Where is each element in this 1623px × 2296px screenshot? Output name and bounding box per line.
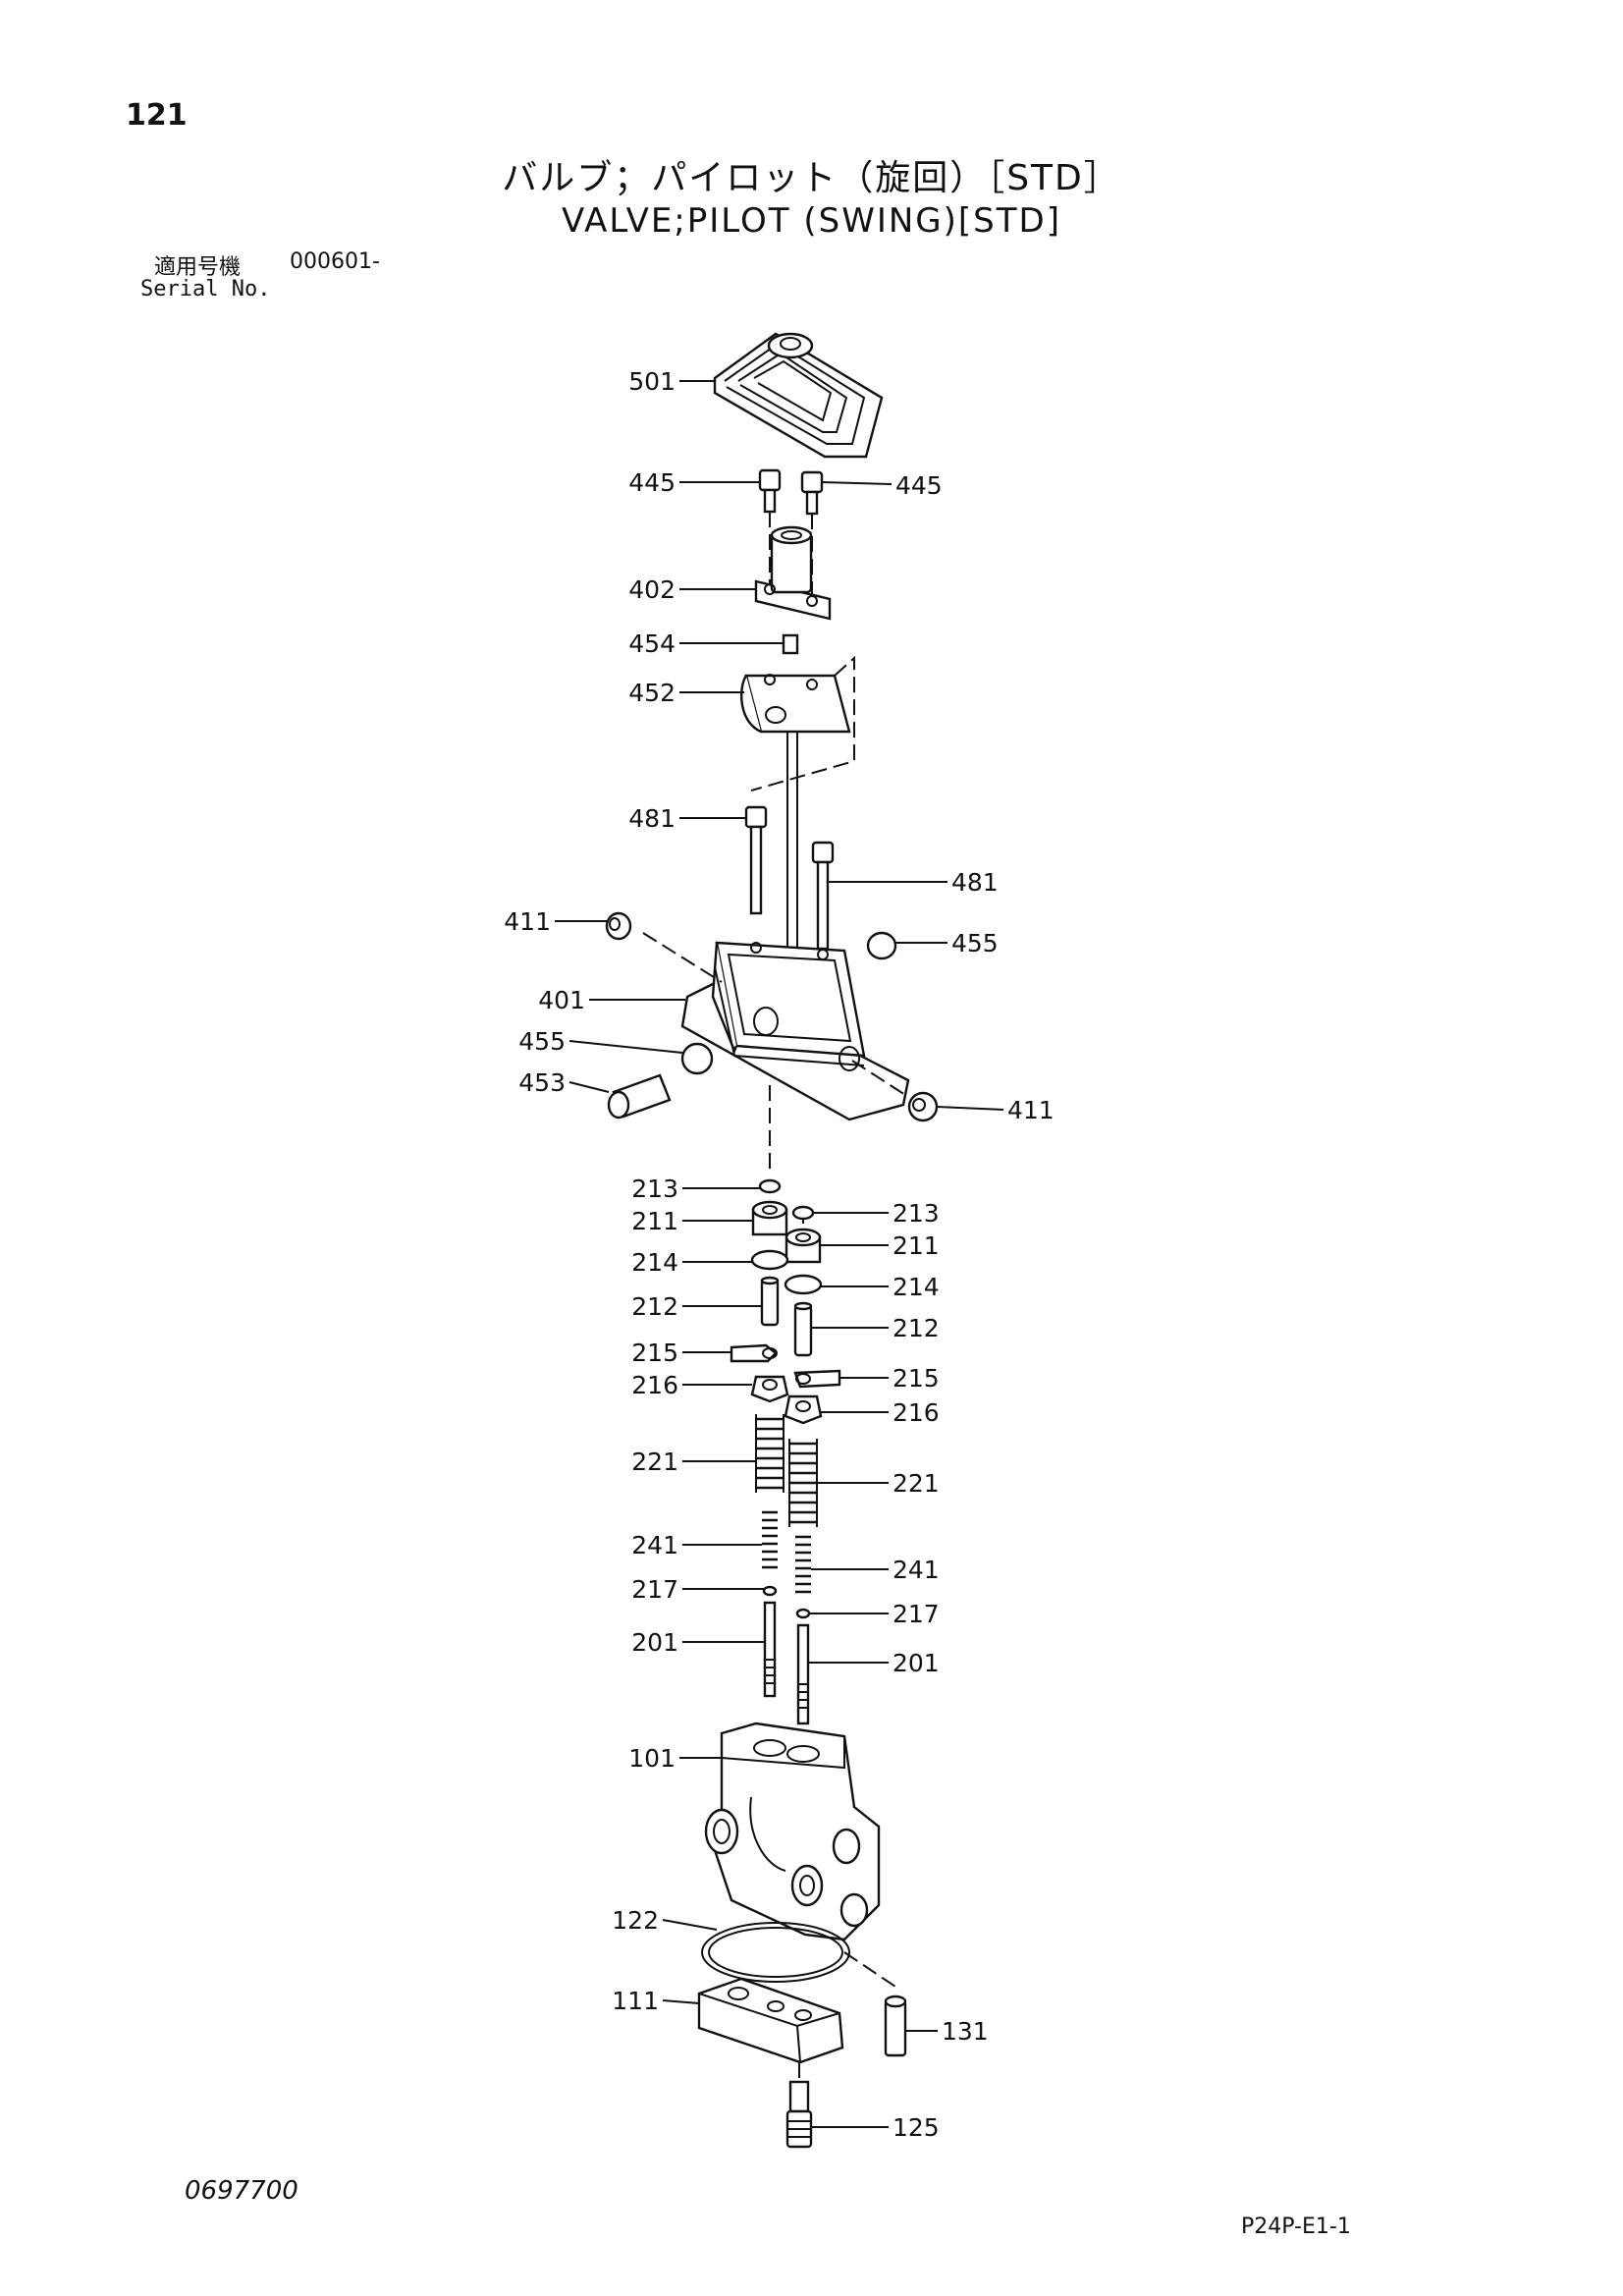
part-201-spool-right (796, 1623, 810, 1725)
part-216-nut-left (750, 1375, 789, 1403)
callout-201-right: 201 (893, 1649, 940, 1677)
callout-453: 453 (518, 1068, 566, 1097)
callout-215-left: 215 (631, 1339, 678, 1367)
part-125-plug (785, 2062, 813, 2149)
callout-201-left: 201 (631, 1628, 678, 1657)
callout-445-left: 445 (628, 468, 676, 497)
callout-401: 401 (538, 986, 585, 1014)
part-221-spring-right (788, 1439, 818, 1527)
callout-214-left: 214 (631, 1248, 678, 1277)
title-english: VALVE;PILOT (SWING)[STD] (562, 201, 1061, 241)
part-214-oring-right (784, 1274, 823, 1295)
callout-481-left: 481 (628, 804, 676, 833)
callout-454: 454 (628, 629, 676, 658)
callout-411-right: 411 (1007, 1096, 1055, 1124)
part-455-plug-left (680, 1042, 714, 1075)
callout-213-left: 213 (631, 1175, 678, 1203)
callout-111: 111 (612, 1987, 659, 2015)
part-122-oring (701, 1922, 850, 1983)
callout-213-right: 213 (893, 1199, 940, 1228)
page-number: 121 (126, 98, 188, 133)
callout-217-left: 217 (631, 1575, 678, 1604)
callout-215-right: 215 (893, 1364, 940, 1393)
part-455-plug-right (866, 931, 897, 960)
reference-code: P24P-E1-1 (1241, 2214, 1351, 2239)
callout-452: 452 (628, 679, 676, 707)
part-241-spring-left (762, 1510, 778, 1569)
callout-214-right: 214 (893, 1273, 940, 1301)
callout-455-left: 455 (518, 1027, 566, 1056)
callout-216-left: 216 (631, 1371, 678, 1399)
callout-131: 131 (942, 2017, 989, 2046)
part-402-plate (754, 525, 832, 621)
callout-241-right: 241 (893, 1556, 940, 1584)
callout-455-right: 455 (951, 929, 999, 957)
part-216-nut-right (784, 1394, 823, 1425)
callout-216-right: 216 (893, 1398, 940, 1427)
callout-101: 101 (628, 1744, 676, 1773)
part-211-seal-left (751, 1200, 788, 1236)
part-454-setscrew (782, 633, 799, 655)
serial-number-value: 000601- (290, 249, 380, 274)
part-452-block (740, 655, 855, 792)
part-217-washer-left (762, 1585, 778, 1597)
part-215-plate-left (730, 1343, 778, 1363)
callout-211-left: 211 (631, 1207, 678, 1235)
part-217-washer-right (795, 1608, 811, 1619)
part-445-screw-left (758, 468, 782, 514)
callout-labels: 501 445 445 402 454 452 481 481 411 455 … (504, 367, 1054, 2142)
title-japanese: バルブ；パイロット（旋回）［STD］ (502, 158, 1121, 198)
callout-125: 125 (893, 2113, 940, 2142)
part-111-cover (697, 1977, 844, 2064)
callout-481-right: 481 (951, 868, 999, 897)
serial-label-english: Serial No. (140, 277, 271, 301)
part-221-spring-left (755, 1414, 784, 1493)
callout-217-right: 217 (893, 1600, 940, 1628)
part-411-plug-left (605, 911, 632, 941)
part-453-pin (607, 1073, 672, 1120)
part-101-valve-body (704, 1722, 881, 1941)
leader-lines (555, 380, 1004, 2128)
part-201-spool-left (763, 1601, 777, 1698)
callout-221-right: 221 (893, 1469, 940, 1498)
callout-445-right: 445 (895, 471, 943, 500)
part-411-plug-right (907, 1091, 939, 1122)
part-212-pusher-right (793, 1301, 813, 1357)
serial-label-japanese: 適用号機 (154, 255, 242, 280)
part-212-pusher-left (760, 1276, 780, 1327)
callout-501: 501 (628, 367, 676, 396)
callout-211-right: 211 (893, 1231, 940, 1260)
part-445-screw-right (800, 470, 824, 516)
part-213-washer-left (758, 1178, 782, 1194)
part-481-bolt-right (811, 841, 835, 951)
callout-212-right: 212 (893, 1314, 940, 1342)
part-241-spring-right (795, 1535, 811, 1594)
part-501-boot (713, 332, 884, 459)
part-401-casing (680, 941, 910, 1121)
callout-212-left: 212 (631, 1292, 678, 1321)
part-481-bolt-left (744, 805, 768, 915)
callout-221-left: 221 (631, 1448, 678, 1476)
part-131-pin (884, 1995, 907, 2057)
callout-411-left: 411 (504, 907, 551, 936)
callout-402: 402 (628, 575, 676, 604)
document-code: 0697700 (185, 2176, 298, 2206)
part-213-washer-right (791, 1205, 815, 1221)
part-211-seal-right (784, 1228, 822, 1264)
part-215-plate-right (793, 1369, 841, 1389)
callout-241-left: 241 (631, 1531, 678, 1559)
callout-122: 122 (612, 1906, 659, 1935)
part-214-oring-left (750, 1249, 789, 1271)
